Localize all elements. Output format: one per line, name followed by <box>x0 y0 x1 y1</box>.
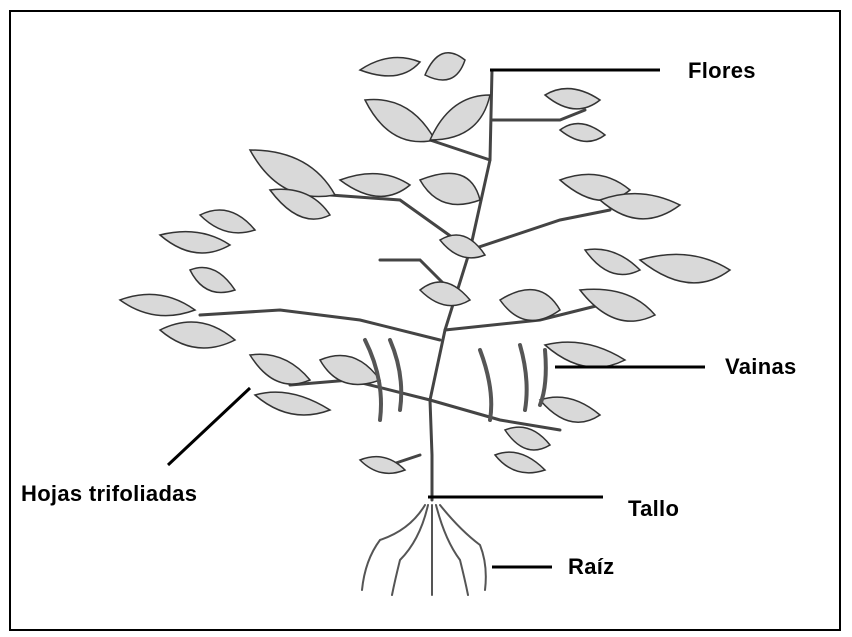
leader-line-hojas <box>168 388 250 465</box>
plant-roots <box>362 505 486 595</box>
label-flores: Flores <box>688 58 756 84</box>
label-vainas: Vainas <box>725 354 797 380</box>
label-raiz: Raíz <box>568 554 614 580</box>
label-tallo: Tallo <box>628 496 679 522</box>
label-hojas-trifoliadas: Hojas trifoliadas <box>21 481 197 507</box>
